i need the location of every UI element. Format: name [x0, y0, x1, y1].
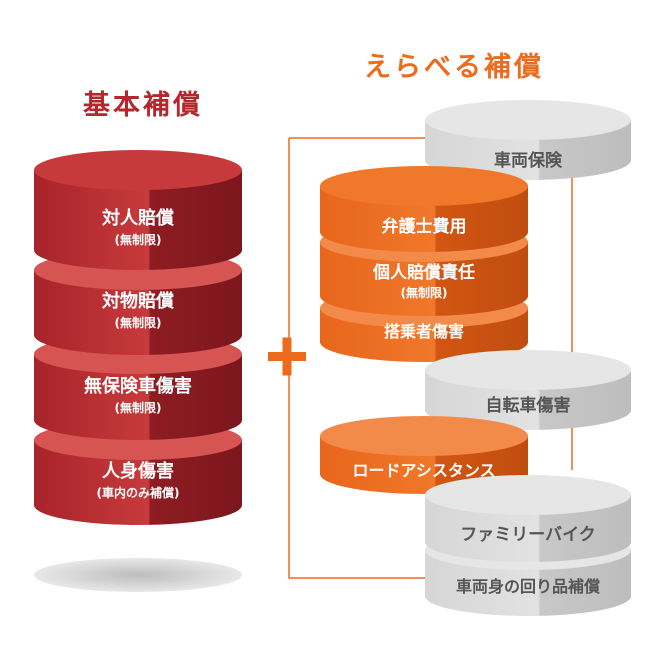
optional-disk-vehicle: [425, 100, 631, 180]
optional-disk-family-bike: [425, 475, 631, 562]
optional-label-personal-liability: 個人賠償責任: [372, 262, 475, 283]
basic-label-property-damage: 対物賠償: [101, 290, 175, 312]
basic-label-uninsured-motorist: 無保険車傷害: [84, 375, 192, 397]
optional-bracket: [288, 137, 430, 579]
optional-disk-bicycle: [425, 350, 631, 430]
optional-label-lawyer: 弁護士費用: [382, 216, 467, 237]
optional-label-belongings: 車両身の回り品補償: [456, 577, 601, 596]
optional-label-bicycle: 自転車傷害: [486, 395, 571, 416]
basic-sub-property-damage: (無制限): [115, 315, 162, 330]
basic-disk-bodily-injury: [34, 150, 242, 270]
optional-label-vehicle: 車両保険: [494, 150, 563, 171]
basic-sub-personal-injury: (車内のみ補償): [97, 485, 180, 500]
optional-label-passenger: 搭乗者傷害: [384, 322, 464, 341]
optional-label-roadside: ロードアシスタンス: [352, 461, 495, 480]
optional-coverage-heading: えらべる補償: [364, 52, 544, 83]
basic-label-bodily-injury: 対人賠償: [101, 207, 175, 229]
basic-coverage-heading: 基本補償: [83, 90, 203, 121]
optional-disk-lawyer: [320, 166, 528, 252]
optional-sub-personal-liability: (無制限): [401, 285, 448, 300]
basic-sub-bodily-injury: (無制限): [115, 232, 162, 247]
optional-label-family-bike: ファミリーバイク: [460, 525, 596, 545]
basic-stack-shadow: [34, 558, 242, 592]
basic-sub-uninsured-motorist: (無制限): [115, 400, 162, 415]
plus-icon: [268, 337, 306, 376]
basic-label-personal-injury: 人身傷害: [102, 460, 174, 482]
